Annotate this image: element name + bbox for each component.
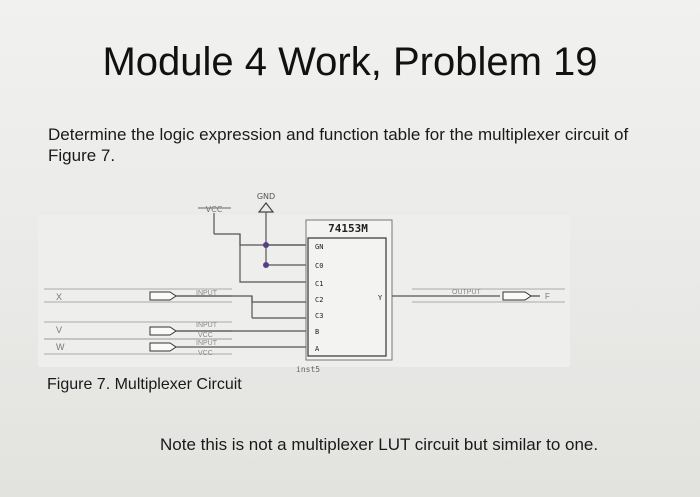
input-w: W INPUT VCC	[44, 340, 232, 357]
junction-dot	[263, 242, 269, 248]
slide-title: Module 4 Work, Problem 19	[102, 40, 598, 84]
chip-name: 74153M	[328, 222, 368, 235]
output-f: OUTPUT F	[392, 288, 565, 303]
mux-chip-body	[307, 237, 387, 357]
input-w-tag: INPUT	[196, 340, 218, 347]
schematic-panel	[38, 215, 570, 367]
input-w-sub: VCC	[198, 350, 213, 357]
gnd-symbol: GND	[257, 192, 275, 265]
pin-b: B	[315, 328, 319, 336]
input-x-label: X	[56, 292, 62, 302]
input-v-label: V	[56, 325, 62, 335]
instance-label: inst5	[296, 365, 320, 374]
input-x: X INPUT	[44, 288, 232, 303]
vcc-symbol: VCC	[198, 205, 231, 234]
gnd-label: GND	[257, 192, 275, 201]
output-label: F	[545, 292, 550, 301]
mux-chip-frame	[305, 219, 393, 361]
vcc-label: VCC	[206, 205, 223, 214]
pin-c0: C0	[315, 262, 323, 270]
pin-a: A	[315, 345, 320, 353]
input-v: V INPUT VCC	[44, 321, 232, 340]
input-x-tag: INPUT	[196, 290, 218, 297]
pin-c1: C1	[315, 280, 323, 288]
output-tag: OUTPUT	[452, 289, 482, 296]
pin-gn: GN	[315, 243, 323, 251]
problem-statement: Determine the logic expression and funct…	[48, 125, 629, 165]
figure-caption: Figure 7. Multiplexer Circuit	[47, 376, 242, 393]
pin-c3: C3	[315, 312, 323, 320]
input-w-label: W	[56, 342, 65, 352]
pin-y: Y	[378, 294, 383, 302]
input-v-sub: VCC	[198, 332, 213, 339]
junction-dot	[263, 262, 269, 268]
input-v-tag: INPUT	[196, 322, 218, 329]
footnote: Note this is not a multiplexer LUT circu…	[160, 435, 599, 454]
pin-c2: C2	[315, 296, 323, 304]
